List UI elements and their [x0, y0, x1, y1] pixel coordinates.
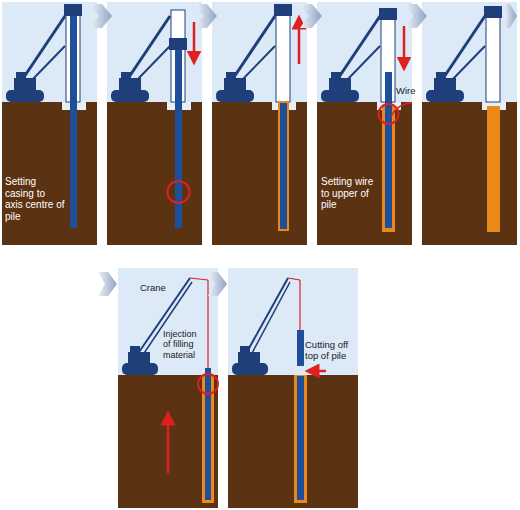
step-panel [118, 268, 218, 508]
step-panel [422, 2, 517, 245]
part-label: Wire [396, 86, 422, 97]
step-caption: Cutting off top of pile [305, 340, 355, 362]
step-panel [107, 2, 202, 245]
step-panel [212, 2, 307, 245]
step-panel [2, 2, 97, 245]
step-caption: Injection of filling material [163, 329, 205, 360]
step-panel [317, 2, 412, 245]
part-label: Crane [140, 283, 170, 294]
step-caption: Setting wire to upper of pile [321, 176, 381, 211]
step-panel [228, 268, 358, 508]
step-caption: Setting casing to axis centre of pile [5, 176, 65, 222]
step-chevron [90, 4, 517, 296]
